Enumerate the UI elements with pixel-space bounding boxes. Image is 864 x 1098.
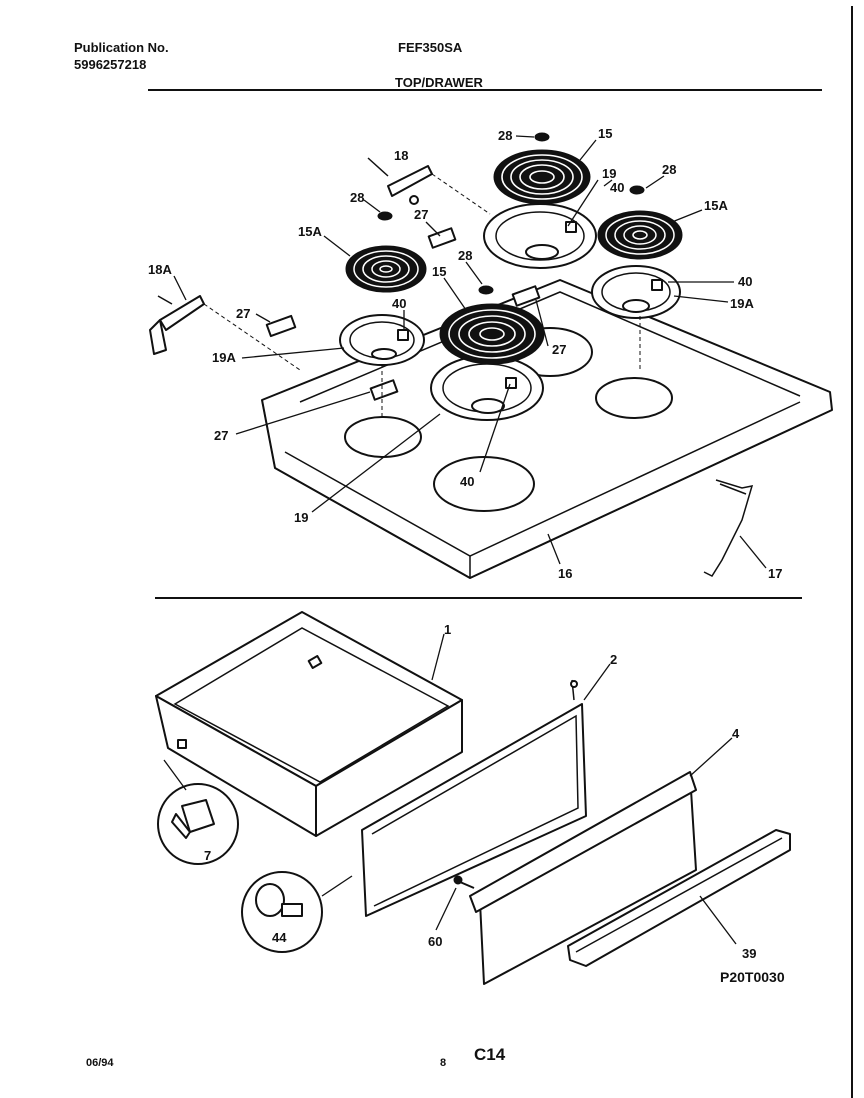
footer-date: 06/94 [86, 1057, 114, 1069]
spacer-28 [377, 132, 645, 295]
footer-page-number: 8 [440, 1057, 447, 1069]
callout-44: 44 [272, 930, 287, 945]
footer-code: C14 [474, 1045, 506, 1064]
drawer-panel-2 [361, 679, 587, 917]
bracket-18 [367, 157, 433, 205]
detail-circle-7 [157, 783, 239, 865]
callout-28: 28 [662, 162, 676, 177]
callout-15: 15 [598, 126, 612, 141]
callout-19: 19 [602, 166, 616, 181]
model-number: FEF350SA [398, 40, 463, 55]
callout-4: 4 [732, 726, 740, 741]
callout-15a: 15A [704, 198, 728, 213]
callout-18: 18 [394, 148, 408, 163]
surface-element-15a-left [345, 245, 427, 293]
receptacle-27 [265, 227, 541, 401]
callout-28: 28 [458, 248, 472, 263]
callout-labels: 28 15 18 19 28 40 28 15A 27 15A 28 18A 1… [148, 126, 782, 961]
section-title: TOP/DRAWER [395, 75, 483, 90]
callout-39: 39 [742, 946, 756, 961]
callout-28: 28 [350, 190, 364, 205]
callout-18a: 18A [148, 262, 172, 277]
burner-pan-19a-right [591, 265, 681, 319]
callout-19: 19 [294, 510, 308, 525]
callout-17: 17 [768, 566, 782, 581]
drawer-body-1 [155, 611, 463, 837]
screw-60 [453, 875, 475, 889]
burner-pan-19-top [483, 203, 597, 269]
callout-40: 40 [738, 274, 752, 289]
callout-19a: 19A [730, 296, 754, 311]
terminal-bracket-40 [397, 221, 663, 389]
drawer-handle-39 [567, 829, 791, 967]
publication-number: 5996257218 [74, 57, 147, 72]
callout-40: 40 [610, 180, 624, 195]
callout-7: 7 [204, 848, 211, 863]
callout-60: 60 [428, 934, 442, 949]
header-rule [148, 89, 822, 91]
surface-element-15-top [493, 149, 591, 205]
surface-element-15-mid [439, 303, 545, 365]
callout-16: 16 [558, 566, 572, 581]
callout-40: 40 [392, 296, 406, 311]
surface-element-15a-right [597, 210, 683, 260]
detail-circle-44 [241, 871, 323, 953]
callout-15: 15 [432, 264, 446, 279]
burner-pan-19-bottom [430, 355, 544, 421]
burner-pan-19a-left [339, 314, 425, 366]
callout-27: 27 [414, 207, 428, 222]
callout-27: 27 [214, 428, 228, 443]
wire-harness-17 [703, 479, 754, 577]
callout-27: 27 [236, 306, 250, 321]
callout-2: 2 [610, 652, 617, 667]
callout-15a: 15A [298, 224, 322, 239]
callout-19a: 19A [212, 350, 236, 365]
figure-code: P20T0030 [720, 969, 785, 985]
callout-27: 27 [552, 342, 566, 357]
callout-40: 40 [460, 474, 474, 489]
callout-1: 1 [444, 622, 451, 637]
page-border [851, 6, 853, 1098]
bracket-18a [149, 295, 205, 355]
callout-leaders [173, 135, 767, 945]
publication-label: Publication No. [74, 40, 169, 55]
drawer-front-4 [469, 771, 697, 985]
callout-28: 28 [498, 128, 512, 143]
